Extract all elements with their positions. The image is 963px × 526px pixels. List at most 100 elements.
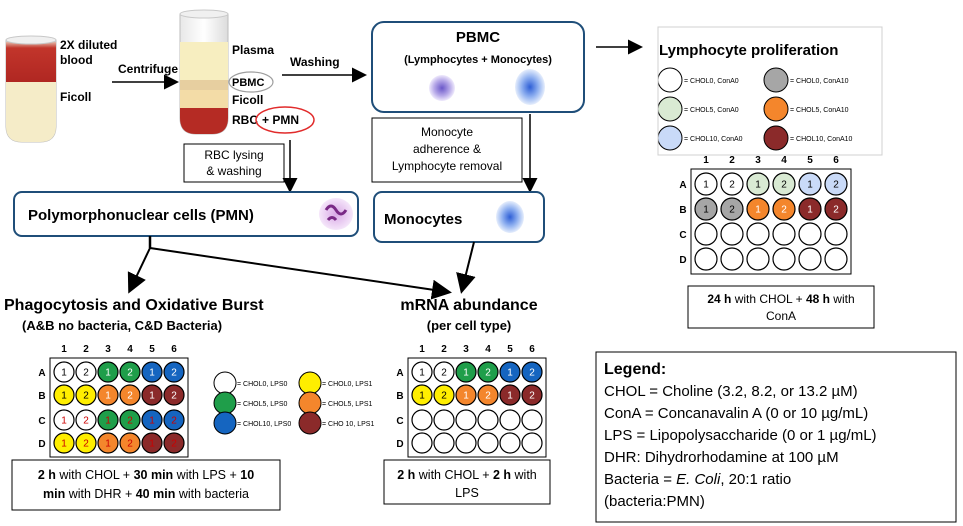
plate-row-label: A (396, 368, 403, 379)
plate-well-number: 2 (729, 205, 735, 216)
legend-line-chol: CHOL = Choline (3.2, 8.2, or 13.2 µM) (604, 383, 858, 400)
plate-col-label: 3 (463, 344, 469, 355)
monocyte-adherence-line1: Monocyte (421, 125, 473, 139)
plate-well-number: 2 (833, 205, 839, 216)
plate-well-number: 1 (61, 368, 67, 379)
plate-col-label: 4 (485, 344, 491, 355)
rbc-lysing-box (183, 143, 285, 183)
monocyte-adherence-line2: adherence & (413, 142, 481, 156)
phago-legend-swatch-4 (298, 391, 322, 415)
monocyte-adherence-line3: Lymphocyte removal (392, 159, 502, 173)
plate-well (455, 432, 477, 454)
phago-caption-text4: with bacteria (175, 487, 249, 501)
plate-well-number: 1 (105, 368, 111, 379)
plate-col-label: 1 (419, 344, 425, 355)
plate-well (798, 172, 822, 196)
lymph-title: Lymphocyte proliferation (659, 42, 838, 59)
lymph-legend-swatch-5 (657, 125, 683, 151)
plate-col-label: 3 (755, 155, 761, 166)
plate-well-number: 2 (83, 439, 89, 450)
plate-well (53, 361, 75, 383)
plate-col-label: 2 (441, 344, 447, 355)
monocyte-cell-icon (515, 69, 545, 105)
plate-well (97, 361, 119, 383)
lymph-caption-48h: 48 h (806, 292, 830, 306)
lymph-legend-label-5: = CHOL10, ConA0 (684, 136, 743, 143)
plate-well (824, 247, 848, 271)
legend-line-bacteria-pmn: (bacteria:PMN) (604, 493, 705, 510)
tube1-label-line1: 2X diluted (60, 38, 117, 52)
plate-well-number: 1 (105, 391, 111, 402)
lymph-legend-label-2: = CHOL0, ConA10 (790, 78, 849, 85)
plate-well-number: 1 (149, 391, 155, 402)
plate-well-number: 2 (529, 391, 535, 402)
lymph-caption-24h: 24 h (707, 292, 731, 306)
pbmc-highlight-oval (228, 71, 274, 93)
plate-well-number: 1 (61, 391, 67, 402)
plate-well-number: 1 (703, 180, 709, 191)
plate-well-number: 1 (463, 368, 469, 379)
plate-well (75, 384, 97, 406)
plate-well (141, 361, 163, 383)
rbc-lysing-line2: & washing (206, 164, 261, 178)
phago-legend-swatch-2 (298, 371, 322, 395)
plate-row-label: D (396, 439, 403, 450)
plate-well (97, 432, 119, 454)
mrna-caption-2h-a: 2 h (397, 468, 415, 482)
plate-well (433, 384, 455, 406)
plate-well (163, 409, 185, 431)
washing-label: Washing (290, 55, 340, 69)
plate-col-label: 5 (149, 344, 155, 355)
plate-col-label: 4 (781, 155, 787, 166)
plate-well (824, 222, 848, 246)
plate-well (163, 432, 185, 454)
plate-well (75, 361, 97, 383)
plate-well-number: 2 (171, 391, 177, 402)
phago-caption-line2: min with DHR + 40 min with bacteria (43, 487, 249, 501)
phago-caption-min: min (43, 487, 65, 501)
plate-well (97, 409, 119, 431)
plate-well (477, 409, 499, 431)
plate-well-number: 2 (529, 368, 535, 379)
plate-well (411, 432, 433, 454)
plate-well-number: 2 (127, 416, 133, 427)
tube-centrifuged (179, 9, 229, 135)
lymph-caption-text2: with (830, 292, 855, 306)
plate-well (433, 432, 455, 454)
plate-col-label: 2 (83, 344, 89, 355)
plate-well (433, 409, 455, 431)
monocyte-box-cell-icon (496, 201, 524, 233)
phago-legend-label-5: = CHOL10, LPS0 (237, 421, 291, 428)
plate-well (746, 247, 770, 271)
plate-well-number: 1 (149, 368, 155, 379)
plate-well-number: 2 (83, 368, 89, 379)
lymph-caption-line2: ConA (766, 309, 796, 323)
phago-legend-swatch-6 (298, 411, 322, 435)
plate-well-number: 1 (755, 180, 761, 191)
plate-well-number: 1 (105, 439, 111, 450)
phago-legend: = CHOL0, LPS0 = CHOL0, LPS1 = CHOL5, LPS… (213, 371, 374, 435)
plate-well (772, 172, 796, 196)
legend-bacteria-ratio: , 20:1 ratio (720, 471, 791, 488)
plate-well (75, 409, 97, 431)
plate-well (119, 432, 141, 454)
lymph-legend: = CHOL0, ConA0 = CHOL0, ConA10 = CHOL5, … (657, 67, 853, 151)
plate-well-number: 1 (419, 391, 425, 402)
plate-well (75, 432, 97, 454)
plate-well (694, 197, 718, 221)
plate-well-number: 1 (61, 416, 67, 427)
pmn-to-phago-arrow (127, 247, 151, 294)
plate-well (141, 384, 163, 406)
phago-caption-text1: with CHOL + (56, 468, 134, 482)
plate-col-label: 6 (529, 344, 535, 355)
plate-well-number: 2 (781, 205, 787, 216)
phago-title: Phagocytosis and Oxidative Burst (4, 297, 264, 314)
plate-well-number: 2 (171, 439, 177, 450)
plate-well (477, 432, 499, 454)
plate-col-label: 4 (127, 344, 133, 355)
plate-well-number: 2 (83, 416, 89, 427)
monocytes-box-label: Monocytes (384, 211, 462, 228)
plate-well-number: 2 (441, 391, 447, 402)
